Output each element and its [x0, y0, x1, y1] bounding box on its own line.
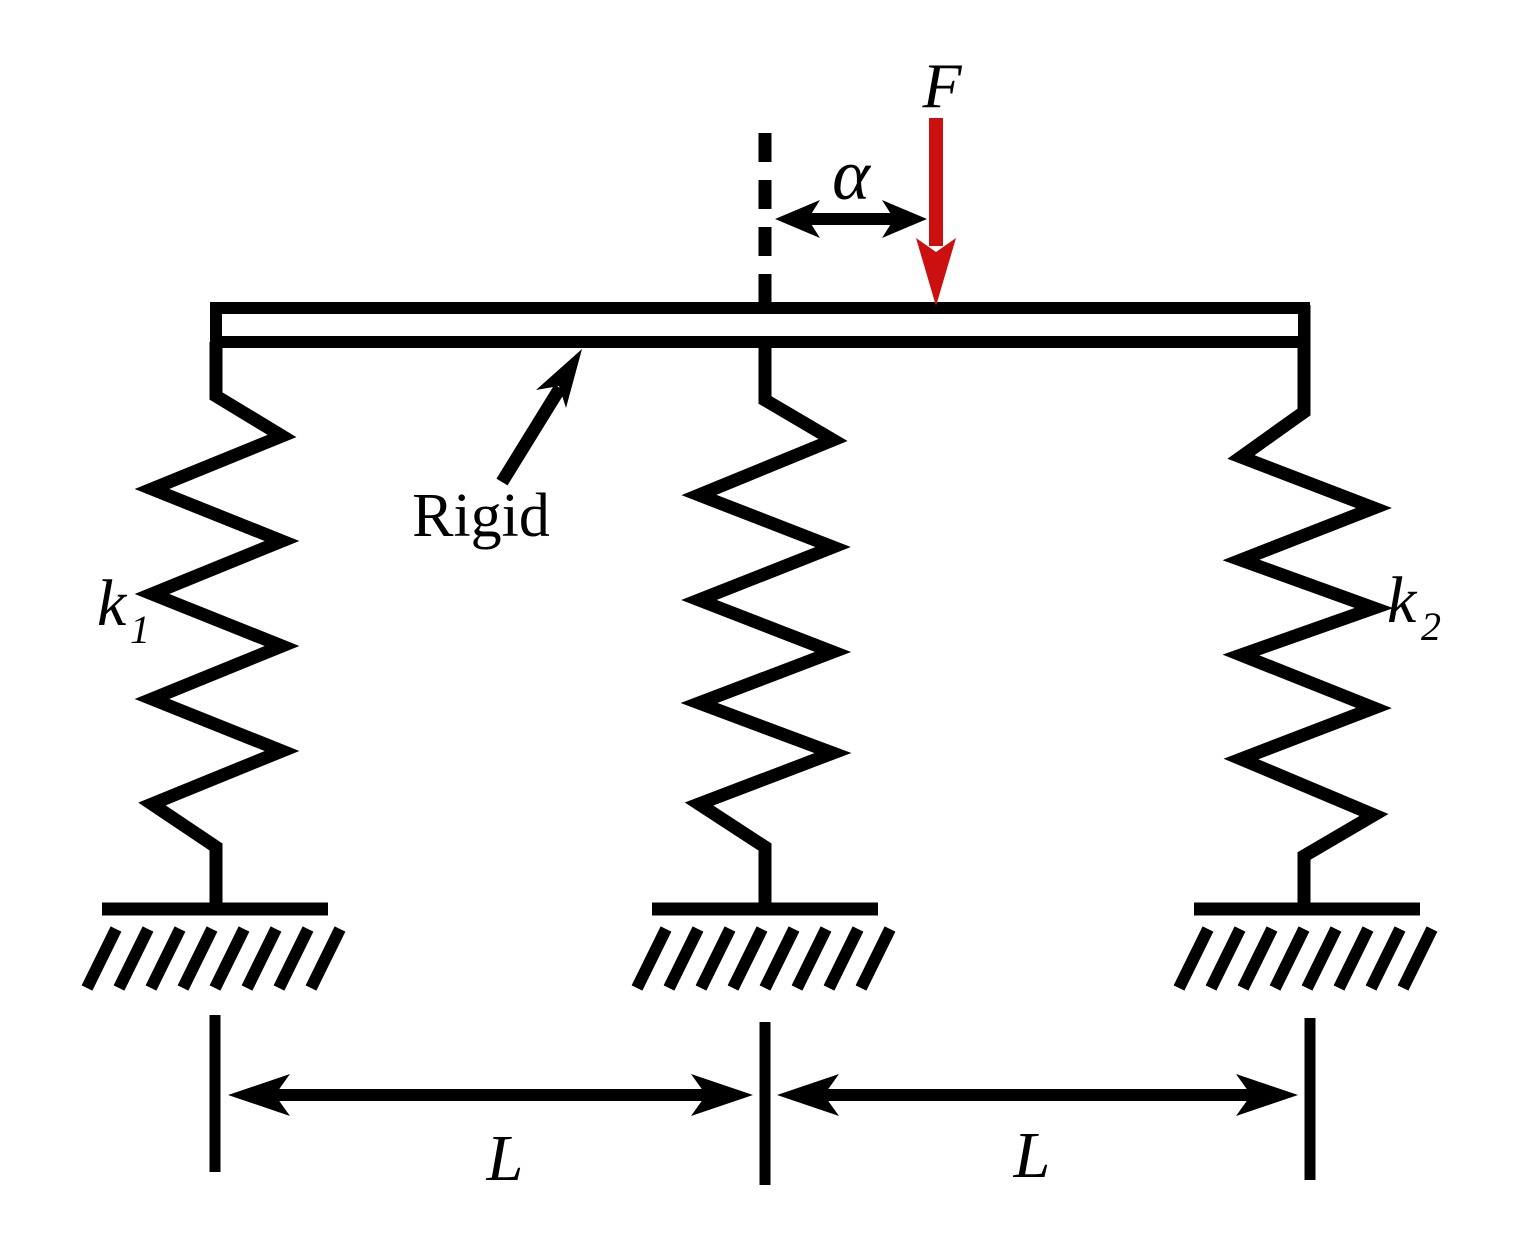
spring-k2-label: k 2 [1387, 564, 1441, 649]
alpha-dimension-arrow [775, 200, 927, 238]
svg-text:2: 2 [1421, 604, 1441, 649]
arrowhead-left-icon [777, 1074, 839, 1116]
rigid-arrowhead-icon [536, 349, 582, 408]
alpha-label: α [832, 135, 871, 215]
span-label-right: L [1013, 1119, 1051, 1192]
arrowhead-right-icon [1236, 1074, 1298, 1116]
arrowhead-right-icon [882, 200, 927, 238]
ground-middle-hatching [631, 926, 896, 991]
rigid-beam [210, 302, 1310, 348]
rigid-label: Rigid [412, 482, 550, 550]
force-arrowhead-icon [916, 238, 956, 306]
svg-text:k: k [97, 567, 128, 640]
arrowhead-right-icon [691, 1074, 753, 1116]
spring-k1-label: k 1 [97, 567, 150, 652]
spring-k1 [134, 342, 300, 910]
force-arrow [916, 118, 956, 306]
ground-right-hatching [1173, 926, 1438, 991]
span-label-left: L [486, 1122, 524, 1195]
rigid-callout-arrow [496, 349, 582, 486]
svg-text:1: 1 [130, 607, 150, 652]
ground-middle [631, 902, 896, 991]
ground-left-hatching [81, 926, 346, 991]
arrowhead-left-icon [775, 200, 820, 238]
spring-k2 [1222, 305, 1394, 910]
span-arrow-left [228, 1074, 753, 1116]
ground-right [1173, 902, 1438, 991]
force-label: F [921, 50, 962, 121]
spring-middle [680, 342, 852, 910]
svg-text:k: k [1387, 564, 1418, 637]
arrowhead-left-icon [228, 1074, 290, 1116]
span-arrow-right [777, 1074, 1298, 1116]
ground-left [81, 902, 346, 991]
